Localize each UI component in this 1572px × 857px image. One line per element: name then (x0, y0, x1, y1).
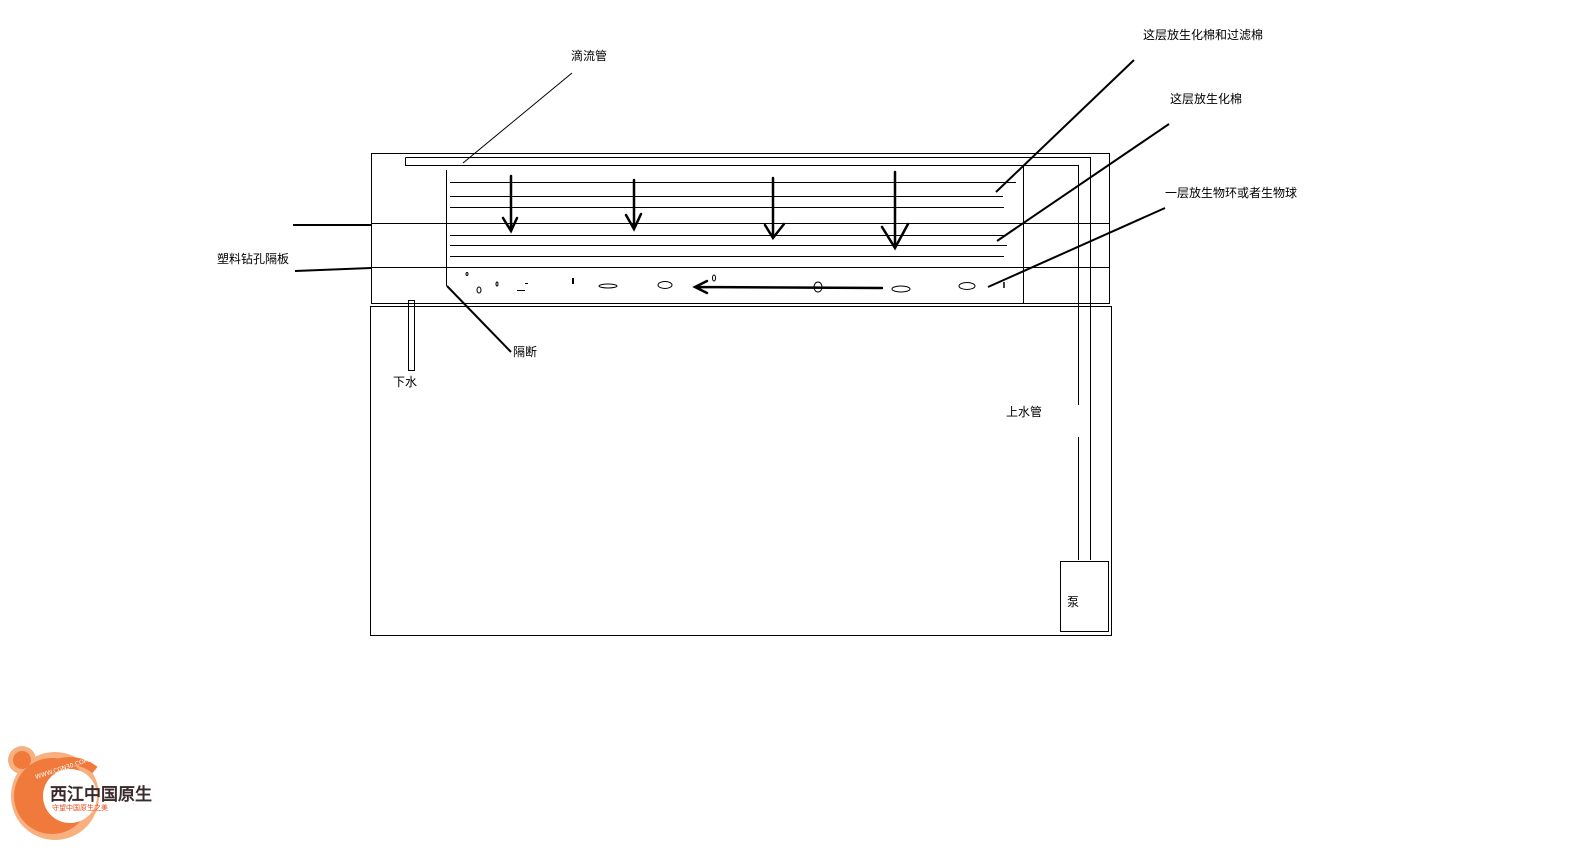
label-inlet-pipe: 上水管 (1006, 404, 1042, 419)
flow-arrow-left (692, 279, 884, 295)
label-top-layer: 这层放生化棉和过滤棉 (1143, 27, 1263, 42)
label-partition: 隔断 (513, 344, 537, 359)
filter-media-lines (450, 182, 1016, 257)
watermark-logo: WWW.CGN30.COM 西江中国原生 守望中国原生之美 (8, 746, 152, 840)
label-bottom-layer: 一层放生物环或者生物球 (1165, 185, 1297, 200)
drip-pipe (405, 157, 1091, 560)
flow-arrows-down (501, 170, 910, 251)
label-drain: 下水 (393, 375, 417, 389)
bio-media (465, 272, 1005, 294)
drain-pipe (408, 300, 415, 371)
label-pump: 泵 (1067, 595, 1079, 609)
label-drip-pipe: 滴流管 (571, 48, 607, 63)
watermark-slogan: 守望中国原生之美 (52, 803, 108, 812)
filter-box (371, 153, 1110, 304)
label-perforated-board: 塑料钻孔隔板 (217, 251, 289, 266)
leader-lines (293, 59, 1170, 353)
pump (1060, 561, 1109, 632)
watermark-brand: 西江中国原生 (50, 784, 152, 805)
lower-tank (370, 306, 1112, 636)
label-middle-layer: 这层放生化棉 (1170, 91, 1242, 106)
